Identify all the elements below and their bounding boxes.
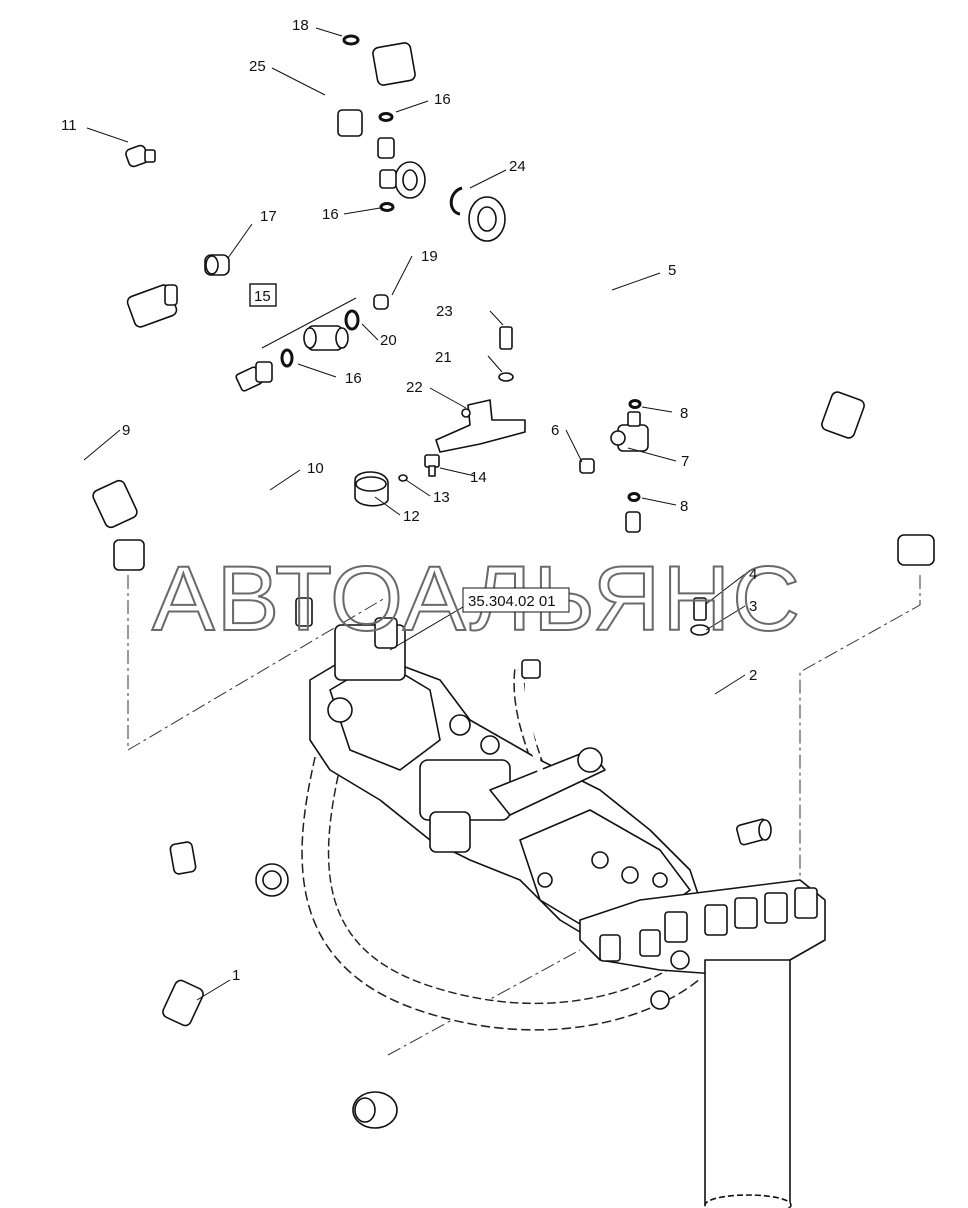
callout-16-mid: 16 — [322, 206, 339, 223]
callout-24: 24 — [509, 158, 526, 175]
hose-9 — [47, 284, 178, 571]
hose-1 — [90, 838, 409, 1134]
o-ring-18 — [342, 34, 360, 46]
callout-7: 7 — [681, 453, 689, 470]
callout-15-box — [249, 283, 277, 307]
hose-5 — [465, 196, 935, 566]
tee-fitting-7 — [610, 411, 649, 452]
washer-21 — [498, 372, 514, 382]
o-ring-16-top — [378, 112, 394, 122]
callout-15: 15 — [254, 288, 271, 305]
callout-13: 13 — [433, 489, 450, 506]
callout-25: 25 — [249, 58, 266, 75]
callout-numbers: 18 25 11 16 16 24 17 5 19 15 20 16 23 21… — [61, 17, 757, 984]
callout-6: 6 — [551, 422, 559, 439]
callout-8-bottom: 8 — [680, 498, 688, 515]
callout-20: 20 — [380, 332, 397, 349]
union-fitting — [303, 325, 349, 351]
o-ring-8-bottom — [627, 492, 641, 502]
callout-16-group: 16 — [345, 370, 362, 387]
hydraulic-pump-assembly — [309, 617, 826, 1208]
cap-19 — [373, 294, 389, 310]
plug-6 — [579, 458, 595, 474]
plug-11 — [125, 144, 156, 168]
o-ring-20 — [344, 309, 360, 331]
callout-2: 2 — [749, 667, 757, 684]
bracket-22 — [435, 399, 526, 453]
callout-8-top: 8 — [680, 405, 688, 422]
reference-code-text: 35.304.02 01 — [468, 593, 556, 610]
o-ring-16-group — [280, 348, 294, 368]
callout-10: 10 — [307, 460, 324, 477]
callout-19: 19 — [421, 248, 438, 265]
leader-lines — [83, 27, 746, 1001]
snap-ring-24 — [449, 186, 463, 216]
reference-code-label: 35.304.02 01 — [462, 587, 570, 613]
callout-17: 17 — [260, 208, 277, 225]
o-ring-16-bottom — [379, 202, 395, 212]
washer-3 — [690, 624, 710, 636]
o-ring-8-top — [628, 399, 642, 409]
tee-pipe-25 — [311, 42, 426, 199]
callout-18: 18 — [292, 17, 309, 34]
callout-14: 14 — [470, 469, 487, 486]
callout-3: 3 — [749, 598, 757, 615]
callout-21: 21 — [435, 349, 452, 366]
callout-4: 4 — [749, 566, 757, 583]
callout-9: 9 — [122, 422, 130, 439]
callout-16-top: 16 — [434, 91, 451, 108]
plug-17 — [204, 254, 230, 276]
washer-13 — [398, 474, 408, 482]
group-bracket-15 — [261, 297, 357, 349]
screw-14 — [424, 454, 440, 477]
bolt-23 — [499, 326, 513, 350]
callout-1: 1 — [232, 967, 240, 984]
pipe-10 — [185, 361, 313, 627]
callout-5: 5 — [668, 262, 676, 279]
callout-11: 11 — [61, 117, 77, 134]
callout-23: 23 — [436, 303, 453, 320]
bolt-4 — [693, 597, 707, 621]
pipe-2 — [623, 511, 772, 846]
callout-22: 22 — [406, 379, 423, 396]
clamp-12 — [354, 471, 389, 507]
callout-12: 12 — [403, 508, 420, 525]
